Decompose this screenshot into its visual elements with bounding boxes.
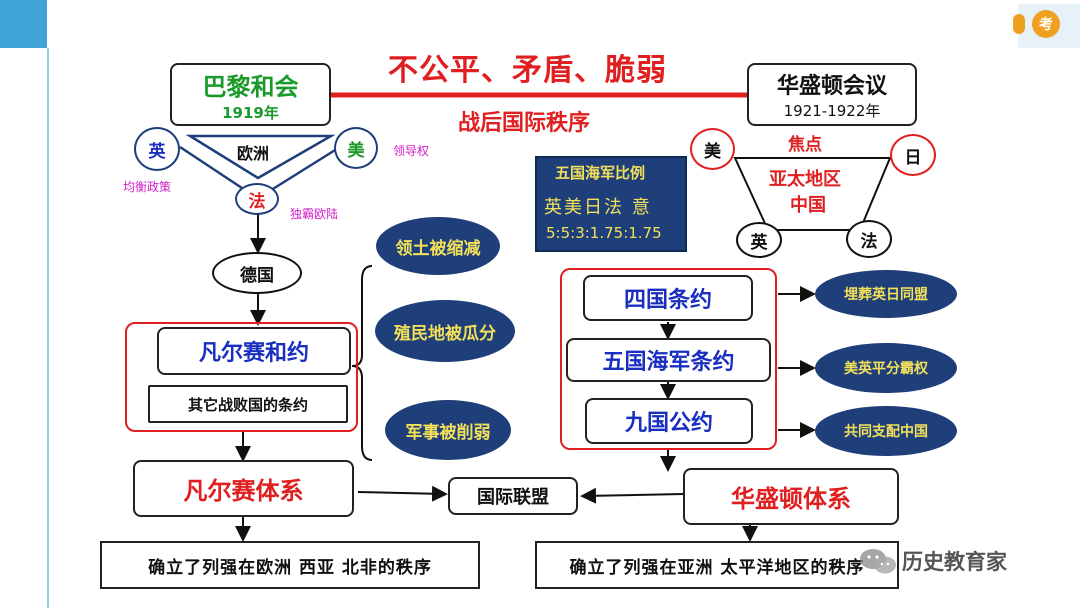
usa-policy-note: 领导权 <box>393 144 430 158</box>
europe-label: 欧洲 <box>237 144 270 163</box>
asia-france-node: 法 <box>846 220 892 258</box>
washington-group-frame <box>560 268 777 450</box>
badge-dot-icon <box>1013 14 1025 34</box>
wechat-icon <box>860 549 896 574</box>
versailles-group-frame <box>125 322 358 432</box>
britain-node: 英 <box>134 127 180 171</box>
navy-ratio-countries: 英美日法 意 <box>544 197 652 218</box>
asia-japan-node: 日 <box>890 134 936 176</box>
washington-conference-name: 华盛顿会议 <box>776 74 887 99</box>
washington-system-box: 华盛顿体系 <box>683 468 899 525</box>
five-power-naval-treaty-box: 五国海军条约 <box>566 338 771 382</box>
asia-usa-node: 美 <box>690 128 735 170</box>
france-policy-note: 独霸欧陆 <box>290 207 339 221</box>
effect-alliance-oval: 埋葬英日同盟 <box>815 270 957 318</box>
asia-britain-node: 英 <box>736 222 782 258</box>
diagram-title: 不公平、矛盾、脆弱 <box>388 53 667 88</box>
navy-ratio-title: 五国海军比例 <box>555 164 646 182</box>
washington-conference-box: 华盛顿会议 1921-1922年 <box>747 63 917 126</box>
watermark: 历史教育家 <box>858 541 1058 581</box>
effect-military-oval: 军事被削弱 <box>385 400 511 460</box>
badge-icon: 考 <box>1032 10 1060 38</box>
versailles-treaty-box: 凡尔赛和约 <box>157 327 351 375</box>
china-label: 中国 <box>790 195 826 216</box>
asia-pacific-label: 亚太地区 <box>769 169 841 190</box>
usa-node: 美 <box>334 127 378 169</box>
europe-order-box: 确立了列强在欧洲 西亚 北非的秩序 <box>100 541 480 589</box>
navy-ratio-values: 5:5:3:1.75:1.75 <box>546 224 662 242</box>
other-treaties-box: 其它战败国的条约 <box>148 385 348 423</box>
navy-ratio-box <box>535 156 687 252</box>
paris-conference-year: 1919年 <box>222 103 279 122</box>
effect-china-oval: 共同支配中国 <box>815 406 957 456</box>
slide-margin-line <box>47 48 49 608</box>
effect-hegemony-oval: 美英平分霸权 <box>815 343 957 393</box>
slide-accent-bar <box>0 0 47 48</box>
germany-node: 德国 <box>212 252 302 294</box>
focus-label: 焦点 <box>788 135 822 155</box>
effect-colonies-oval: 殖民地被瓜分 <box>375 300 515 362</box>
versailles-system-box: 凡尔赛体系 <box>133 460 354 517</box>
league-of-nations-box: 国际联盟 <box>448 477 578 515</box>
paris-conference-name: 巴黎和会 <box>202 72 299 101</box>
asia-order-box: 确立了列强在亚洲 太平洋地区的秩序 <box>535 541 899 589</box>
france-node: 法 <box>235 183 279 215</box>
watermark-text: 历史教育家 <box>902 550 1007 574</box>
nine-power-treaty-box: 九国公约 <box>585 398 753 444</box>
washington-conference-year: 1921-1922年 <box>783 102 881 120</box>
four-power-treaty-box: 四国条约 <box>583 275 753 321</box>
diagram-subtitle: 战后国际秩序 <box>458 111 591 136</box>
effect-territory-oval: 领土被缩减 <box>376 217 500 275</box>
britain-policy-note: 均衡政策 <box>123 180 172 194</box>
paris-conference-box: 巴黎和会 1919年 <box>170 63 331 126</box>
